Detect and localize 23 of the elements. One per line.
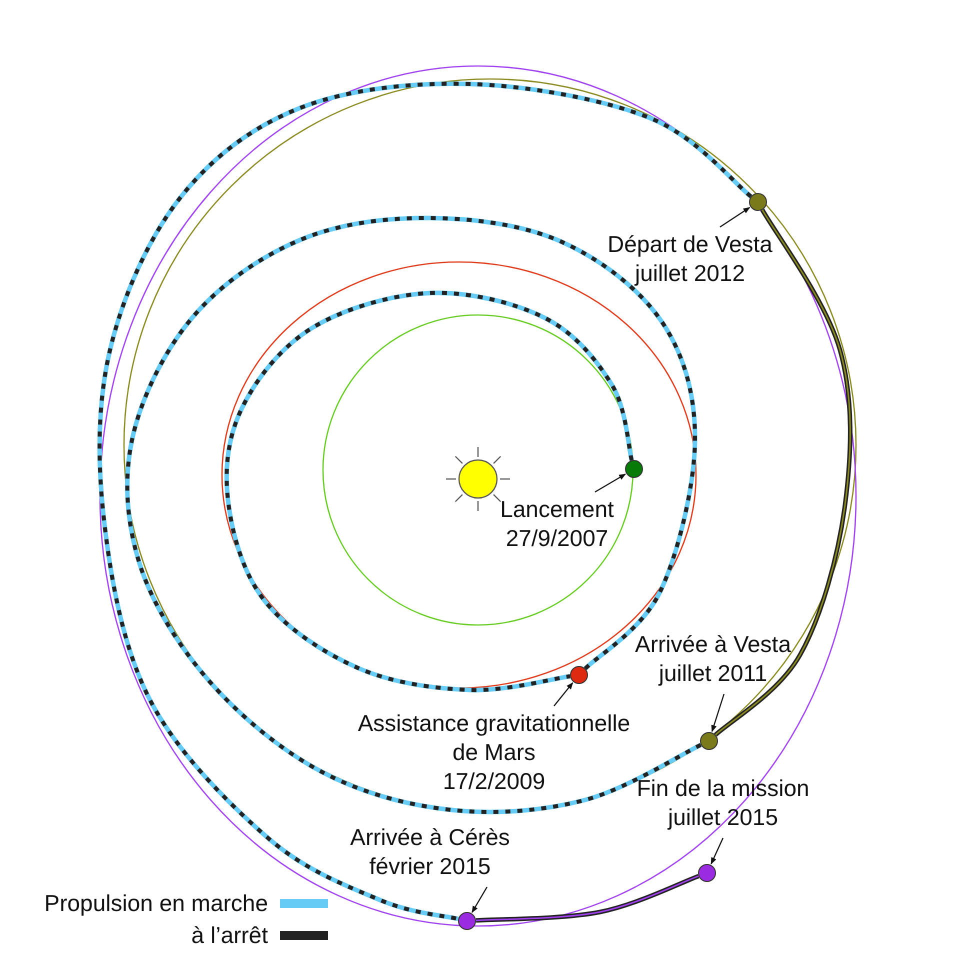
callout-text: Arrivée à Vesta juillet 2011 <box>618 630 808 688</box>
legend-label: Propulsion en marche <box>44 889 268 917</box>
leader-arrow <box>711 694 725 732</box>
leader-arrow <box>720 207 750 228</box>
leader-arrow <box>594 474 626 493</box>
trajectory-line <box>476 874 700 923</box>
leader-arrow <box>710 838 724 865</box>
planet-dot <box>625 460 643 478</box>
callout-text: Départ de Vesta juillet 2012 <box>590 230 790 288</box>
trajectory-line <box>97 82 752 922</box>
leader-arrow <box>554 682 574 706</box>
trajectory-line <box>125 216 702 814</box>
planet-dot <box>749 193 767 211</box>
planet-dot <box>458 912 476 930</box>
legend-label: à l’arrêt <box>191 921 268 949</box>
planet-dot <box>698 864 716 882</box>
planet-dot <box>570 666 588 684</box>
trajectory-line <box>224 290 634 692</box>
planet-dot <box>700 732 718 750</box>
leader-arrow <box>472 886 488 913</box>
trajectory-line <box>714 208 852 737</box>
callout-text: Arrivée à Cérès février 2015 <box>345 823 515 881</box>
callout-text: Lancement 27/9/2007 <box>487 495 627 553</box>
